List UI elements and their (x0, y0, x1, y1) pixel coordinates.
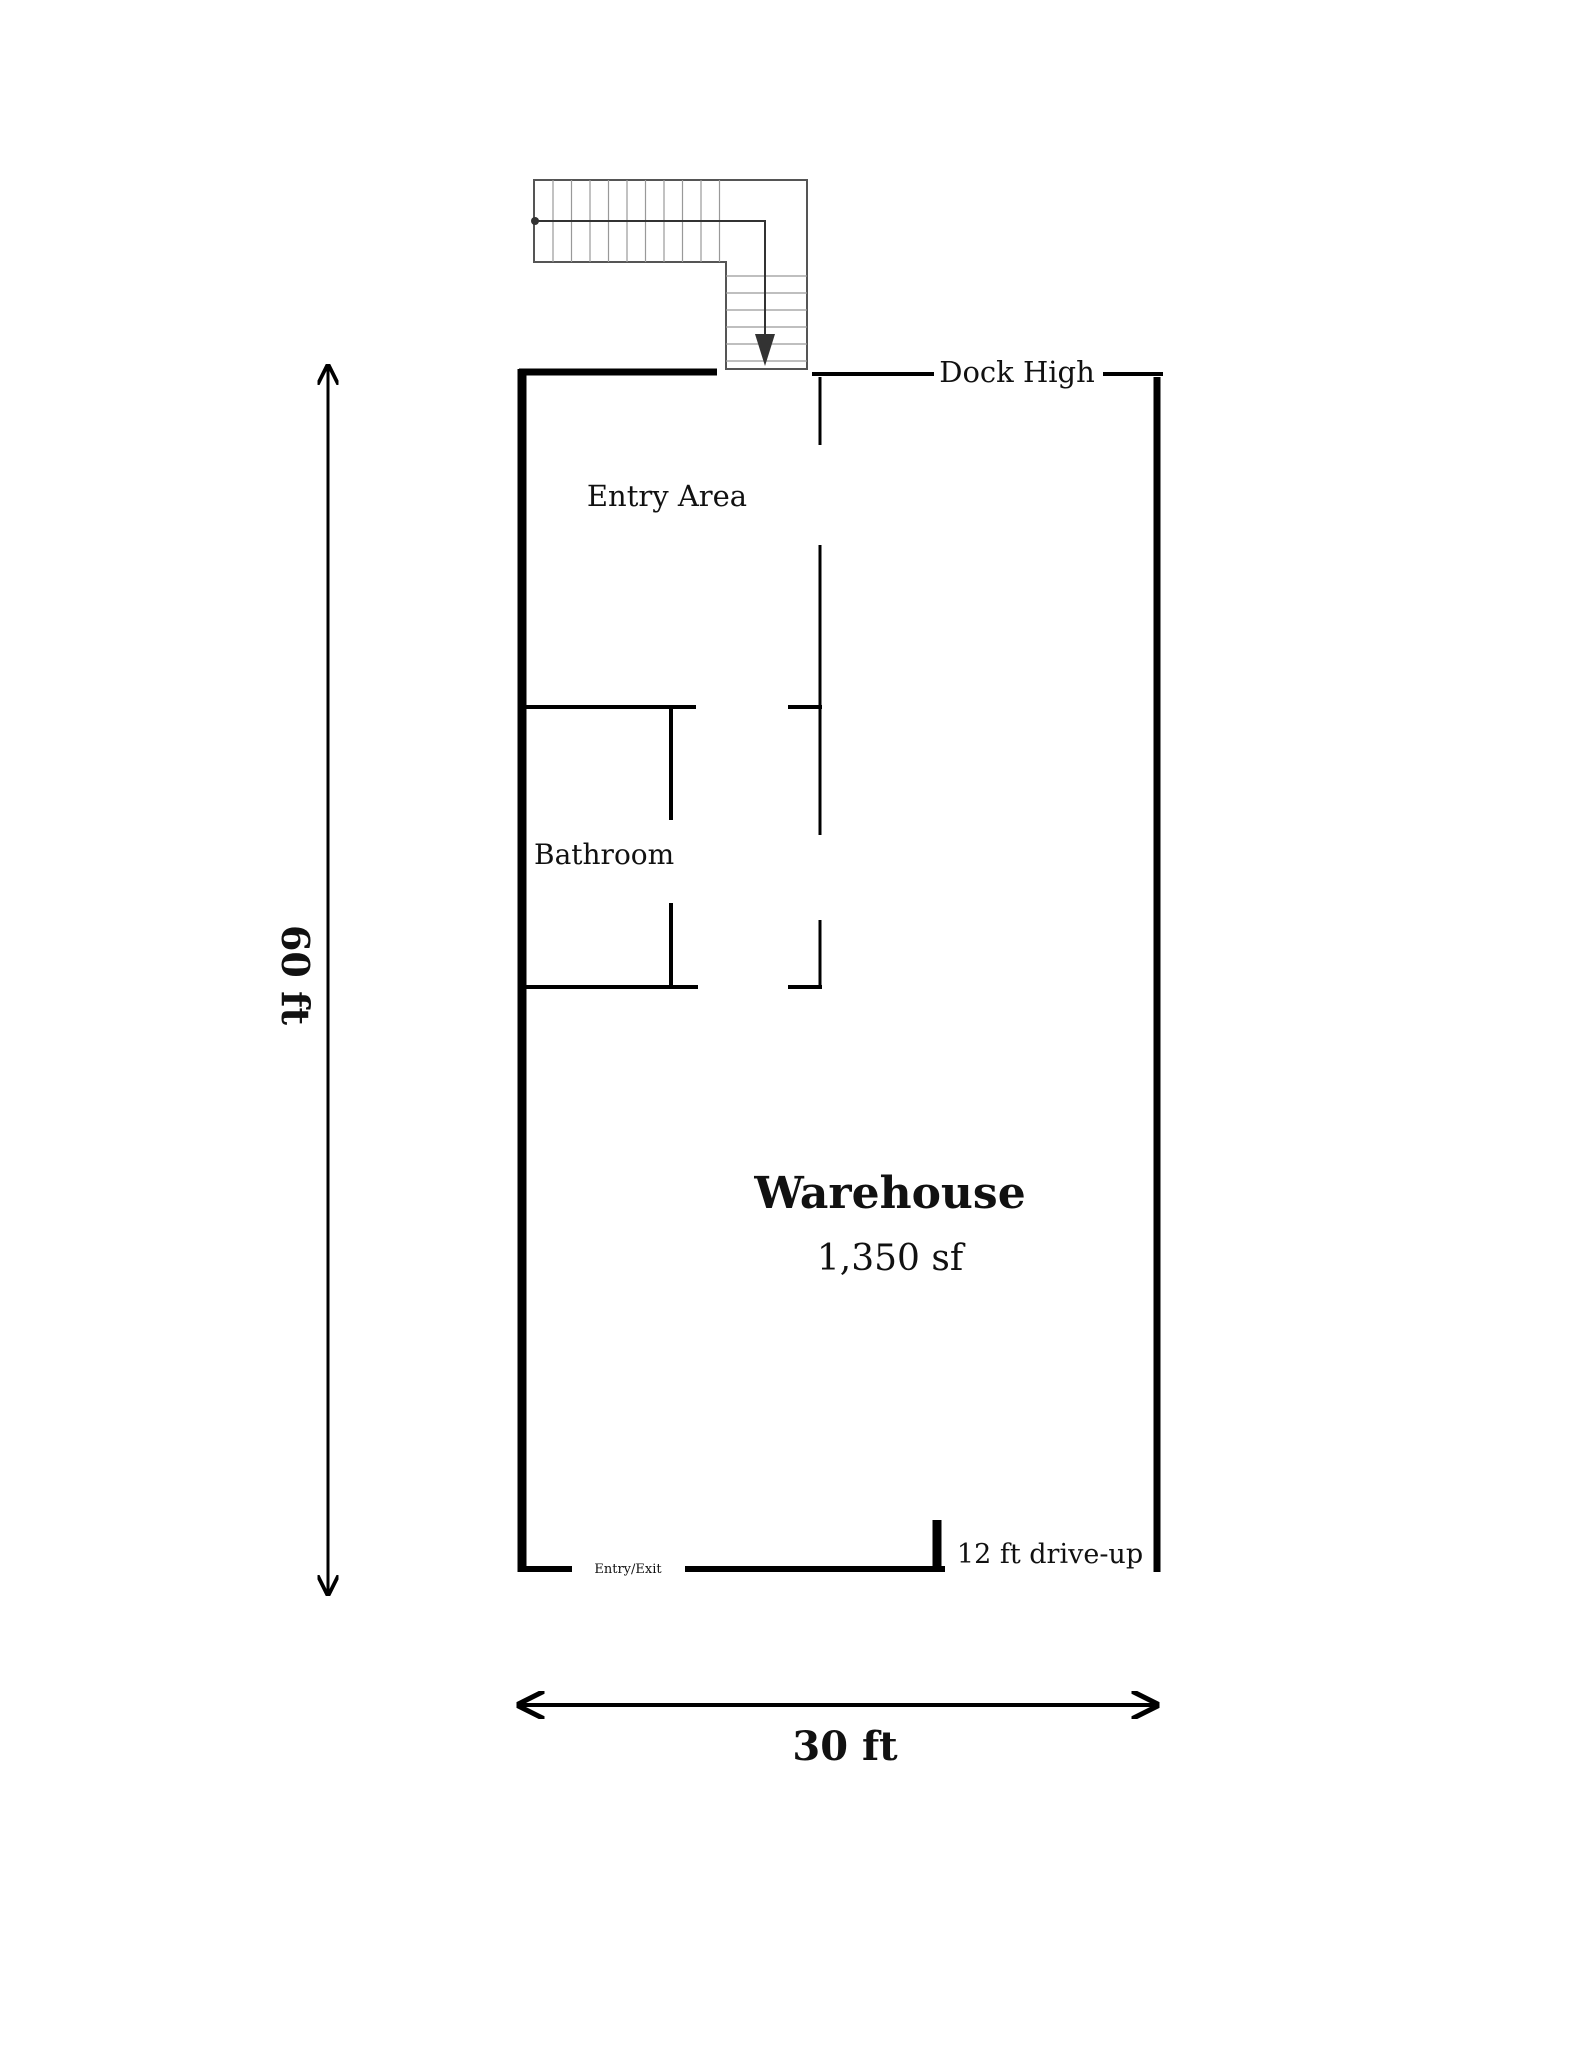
arrow-down-icon (755, 334, 775, 366)
drive-up-label: 12 ft drive-up (957, 1539, 1143, 1570)
stair-treads (552, 180, 807, 362)
width-dimension-label: 30 ft (792, 1723, 898, 1770)
interior-walls (526, 377, 822, 989)
area-label: 1,350 sf (817, 1238, 966, 1279)
entry-exit-label: Entry/Exit (594, 1562, 662, 1577)
warehouse-label: Warehouse (753, 1168, 1025, 1219)
entry-area-label: Entry Area (587, 479, 747, 513)
outer-walls (517, 368, 1163, 1572)
staircase (531, 179, 808, 370)
height-dimension-label: 60 ft (273, 925, 318, 1025)
stair-path-line (535, 220, 766, 340)
bathroom-label: Bathroom (534, 838, 674, 871)
dock-high-label: Dock High (939, 355, 1095, 389)
